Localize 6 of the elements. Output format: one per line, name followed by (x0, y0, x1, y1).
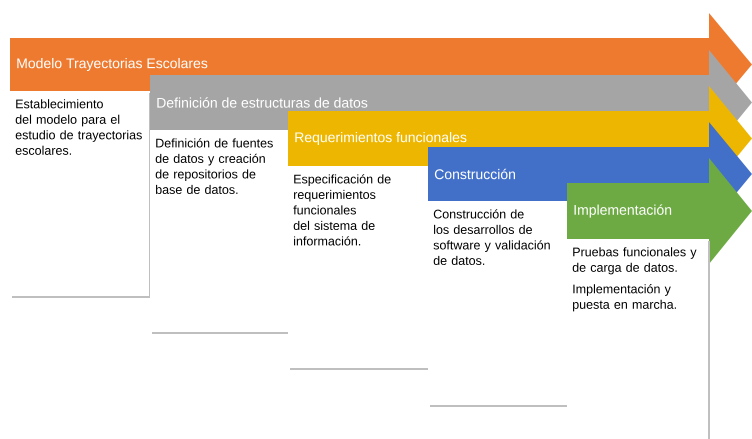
text-box: Establecimiento del modelo para el estudio de trayectorias escolares. (10, 91, 151, 298)
text-box: Construcción de los desarrollos de software y validación de datos. (428, 201, 569, 407)
text-box: Especificación de requerimientos funcionales del sistema de información. (288, 166, 430, 370)
text-box: Definición de fuentes de datos y creación de repositorios de base de datos. (150, 130, 290, 334)
text-box: Pruebas funcionales y de carga de datos. Implementación y puesta en marcha. (567, 239, 710, 439)
node-label: Implementación y puesta en marcha. (573, 284, 676, 312)
